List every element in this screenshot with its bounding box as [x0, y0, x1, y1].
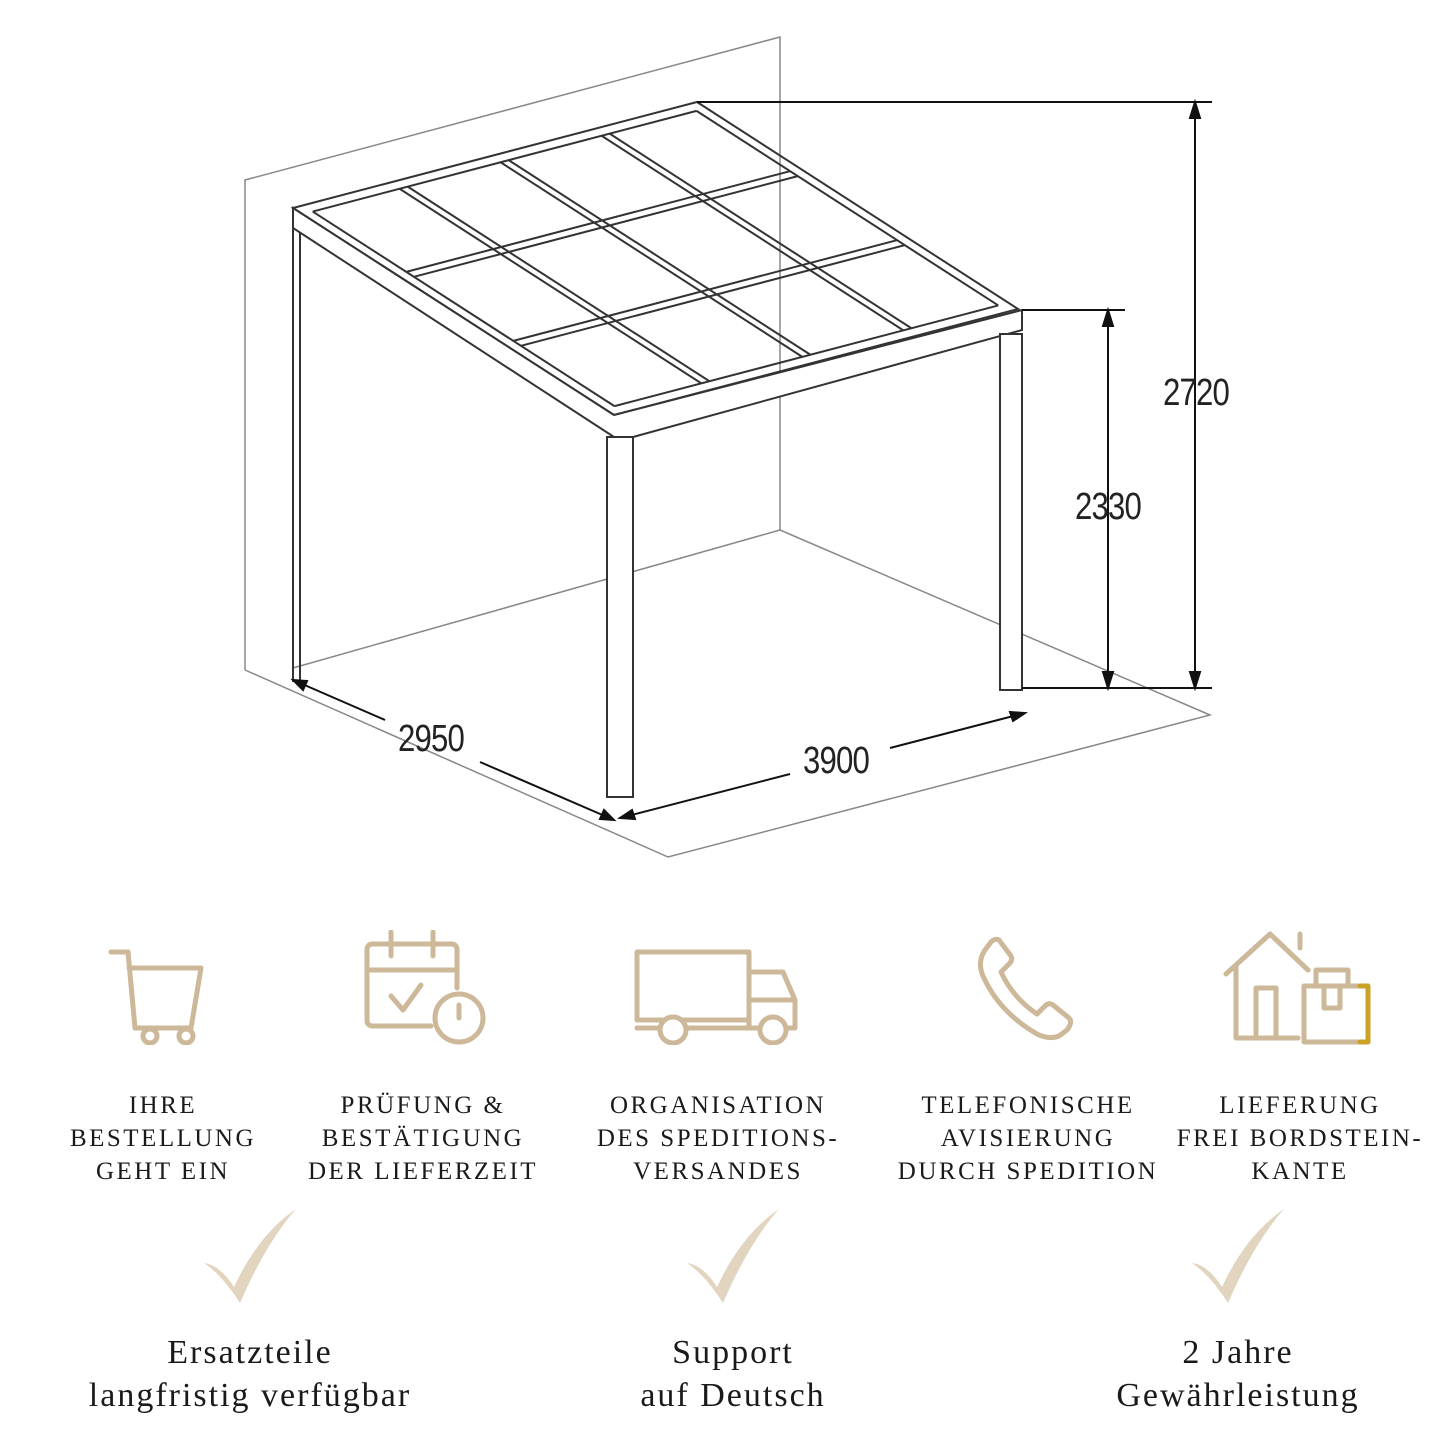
roof-inner-frame [695, 110, 999, 307]
step-shipping: ORGANISATION DES SPEDITIONS- VERSANDES [568, 930, 868, 1188]
checkmark-icon [204, 1209, 296, 1303]
dimension-front-height: 2330 [1075, 486, 1142, 528]
roof-rafter [500, 161, 803, 358]
feature-spare-parts: Ersatzteile langfristig verfügbar [20, 1205, 480, 1417]
step-label-line: AVISIERUNG [940, 1125, 1116, 1152]
feature-line: Gewährleistung [1116, 1377, 1360, 1414]
step-label-line: TELEFONISCHE [921, 1092, 1135, 1119]
roof-frame [290, 100, 1021, 417]
step-order: IHRE BESTELLUNG GEHT EIN [13, 930, 313, 1188]
checkmark-icon [1192, 1209, 1284, 1303]
phone-icon [977, 936, 1073, 1041]
roof-beam [520, 244, 906, 347]
step-label-line: PRÜFUNG & [340, 1092, 506, 1119]
roof-inner-frame [614, 304, 999, 408]
roof-beam [405, 170, 791, 273]
checkmark-icon [687, 1209, 779, 1303]
feature-support: Support auf Deutsch [503, 1205, 963, 1417]
wall-and-floor [244, 36, 1213, 858]
roof-inner-frame [312, 210, 616, 407]
feature-line: Support [672, 1334, 794, 1371]
roof-beam [413, 175, 799, 278]
dimension-total-height: 2720 [1163, 372, 1230, 414]
dimension-width: 3900 [803, 740, 870, 782]
roof-beam [512, 239, 898, 342]
step-label-line: KANTE [1251, 1158, 1349, 1185]
step-label-line: DURCH SPEDITION [897, 1158, 1159, 1185]
roof-inner-frame [312, 109, 697, 213]
feature-line: 2 Jahre [1182, 1334, 1294, 1371]
dimension-depth: 2950 [398, 718, 465, 760]
roof-rafter [609, 132, 912, 330]
feature-line: Ersatzteile [167, 1334, 333, 1371]
step-label-line: DES SPEDITIONS- [596, 1125, 840, 1152]
step-confirmation: PRÜFUNG & BESTÄTIGUNG DER LIEFERZEIT [273, 930, 573, 1188]
step-label-line: GEHT EIN [95, 1158, 231, 1185]
step-curbside-delivery: LIEFERUNG FREI BORDSTEIN- KANTE [1150, 930, 1445, 1188]
roof-rafter [407, 185, 710, 383]
step-label-line: VERSANDES [633, 1158, 803, 1185]
pergola-posts [292, 206, 1023, 798]
truck-icon [634, 949, 798, 1045]
calendar-check-clock-icon [364, 930, 485, 1045]
roof-rafter [508, 159, 811, 356]
house-package-icon [1223, 931, 1371, 1045]
step-label-line: LIEFERUNG [1219, 1092, 1381, 1119]
feature-line: auf Deutsch [640, 1377, 826, 1414]
step-label-line: IHRE [128, 1092, 198, 1119]
roof-rafter [399, 187, 702, 385]
step-label-line: DER LIEFERZEIT [307, 1158, 539, 1185]
roof-rafter [601, 134, 904, 332]
step-label-line: BESTELLUNG [69, 1125, 257, 1152]
step-phone-notice: TELEFONISCHE AVISIERUNG DURCH SPEDITION [878, 930, 1178, 1188]
pergola-drawing [244, 36, 1213, 858]
step-label-line: BESTÄTIGUNG [321, 1125, 525, 1152]
step-label-line: ORGANISATION [609, 1092, 827, 1119]
shopping-cart-icon [108, 949, 204, 1045]
pergola-roof [290, 100, 1021, 417]
dimension-lines [290, 98, 1212, 822]
feature-line: langfristig verfügbar [88, 1377, 412, 1414]
step-label-line: FREI BORDSTEIN- [1176, 1125, 1424, 1152]
